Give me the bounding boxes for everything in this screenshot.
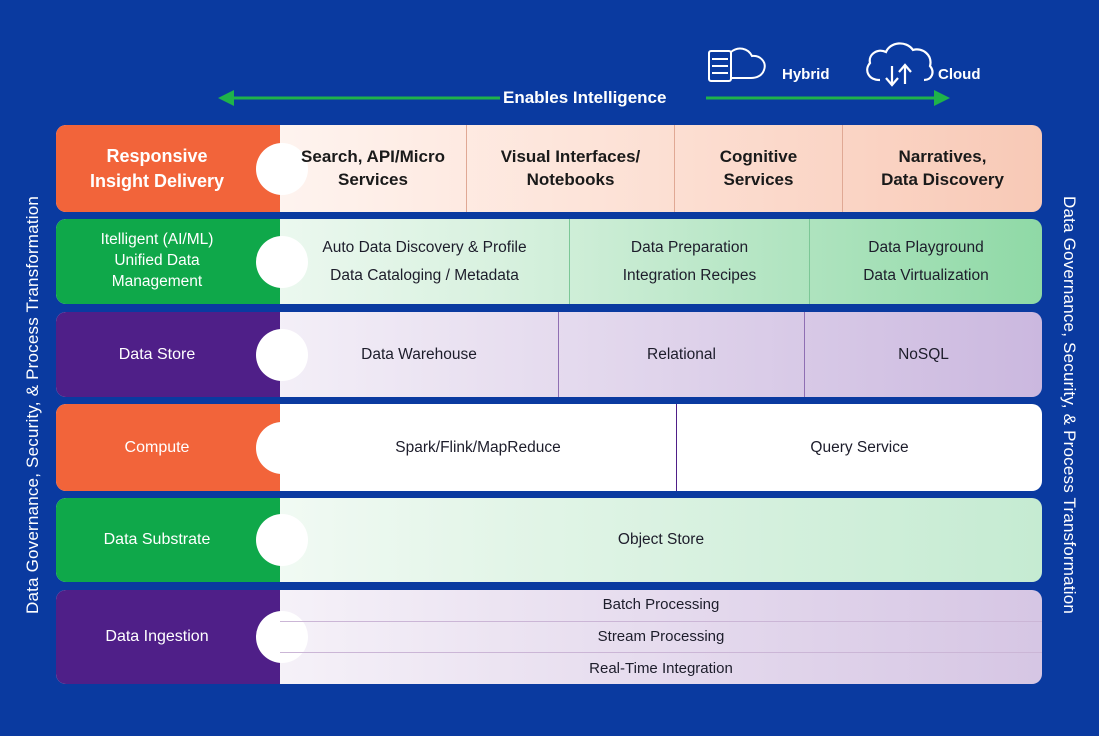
layer-label-text: Compute [124,438,190,456]
left-governance-label: Data Governance, Security, & Process Tra… [23,195,42,615]
layer-items: Spark/Flink/MapReduce Query Service [280,404,1042,491]
layer-item: Stream Processing [280,620,1042,653]
layer-label: Data Ingestion [56,590,280,684]
layer-items: Auto Data Discovery & Profile Data Catal… [280,219,1042,304]
layer-notch [256,235,308,288]
layer-label-text: Responsive Insight Delivery [89,146,225,191]
layer-notch [256,328,308,381]
layer-label-text: Data Ingestion [105,628,209,646]
right-governance-label: Data Governance, Security, & Process Tra… [1060,195,1079,615]
ingestion-stack: Batch Processing Stream Processing Real-… [280,590,1042,684]
layer-items: Data Warehouse Relational NoSQL [280,312,1042,397]
layer-items: Batch Processing Stream Processing Real-… [280,590,1042,684]
layer-item: Data Preparation Integration Recipes [569,219,809,304]
layer-label: Itelligent (AI/ML) Unified Data Manageme… [56,219,280,304]
cloud-label: Cloud [938,66,981,83]
layer-label: Data Substrate [56,498,280,582]
layer-data-substrate: Data Substrate Object Store [56,498,1042,582]
layer-item: Data Playground Data Virtualization [809,219,1042,304]
hybrid-label: Hybrid [782,66,830,83]
arrow-label: Enables Intelligence [503,88,667,107]
layer-label-text: Data Store [118,345,196,363]
layer-data-ingestion: Data Ingestion Batch Processing Stream P… [56,590,1042,684]
layer-item: Visual Interfaces/ Notebooks [466,125,674,212]
layer-label: Responsive Insight Delivery [56,125,280,212]
layer-label: Data Store [56,312,280,397]
layer-unified-data-management: Itelligent (AI/ML) Unified Data Manageme… [56,219,1042,304]
layer-notch [256,611,308,663]
layer-item: Narratives, Data Discovery [842,125,1042,212]
layer-item: Batch Processing [602,596,720,614]
layer-item: Auto Data Discovery & Profile Data Catal… [322,239,527,284]
layer-notch [256,142,308,195]
layer-compute: Compute Spark/Flink/MapReduce Query Serv… [56,404,1042,491]
hybrid-cloud-icon [708,47,766,82]
layer-item: Search, API/Micro Services [301,147,445,189]
layer-item: NoSQL [804,312,1042,397]
layer-item: Real-Time Integration [280,652,1042,684]
layer-responsive-insight-delivery: Responsive Insight Delivery Search, API/… [56,125,1042,212]
layer-item: Spark/Flink/MapReduce [395,438,561,456]
layer-item: Query Service [676,404,1042,491]
layer-item: Data Warehouse [361,345,477,363]
cloud-upload-download-icon [866,42,934,87]
layer-data-store: Data Store Data Warehouse Relational NoS… [56,312,1042,397]
layer-items: Search, API/Micro Services Visual Interf… [280,125,1042,212]
layer-label-text: Itelligent (AI/ML) Unified Data Manageme… [100,231,214,290]
layer-notch [256,514,308,566]
layer-item: Object Store [617,531,705,549]
layer-item: Relational [558,312,804,397]
layer-items: Object Store [280,498,1042,582]
layer-label-text: Data Substrate [103,531,211,549]
layer-notch [256,421,308,474]
layer-label: Compute [56,404,280,491]
layer-item: Cognitive Services [674,125,842,212]
enables-intelligence-arrow [218,90,950,106]
